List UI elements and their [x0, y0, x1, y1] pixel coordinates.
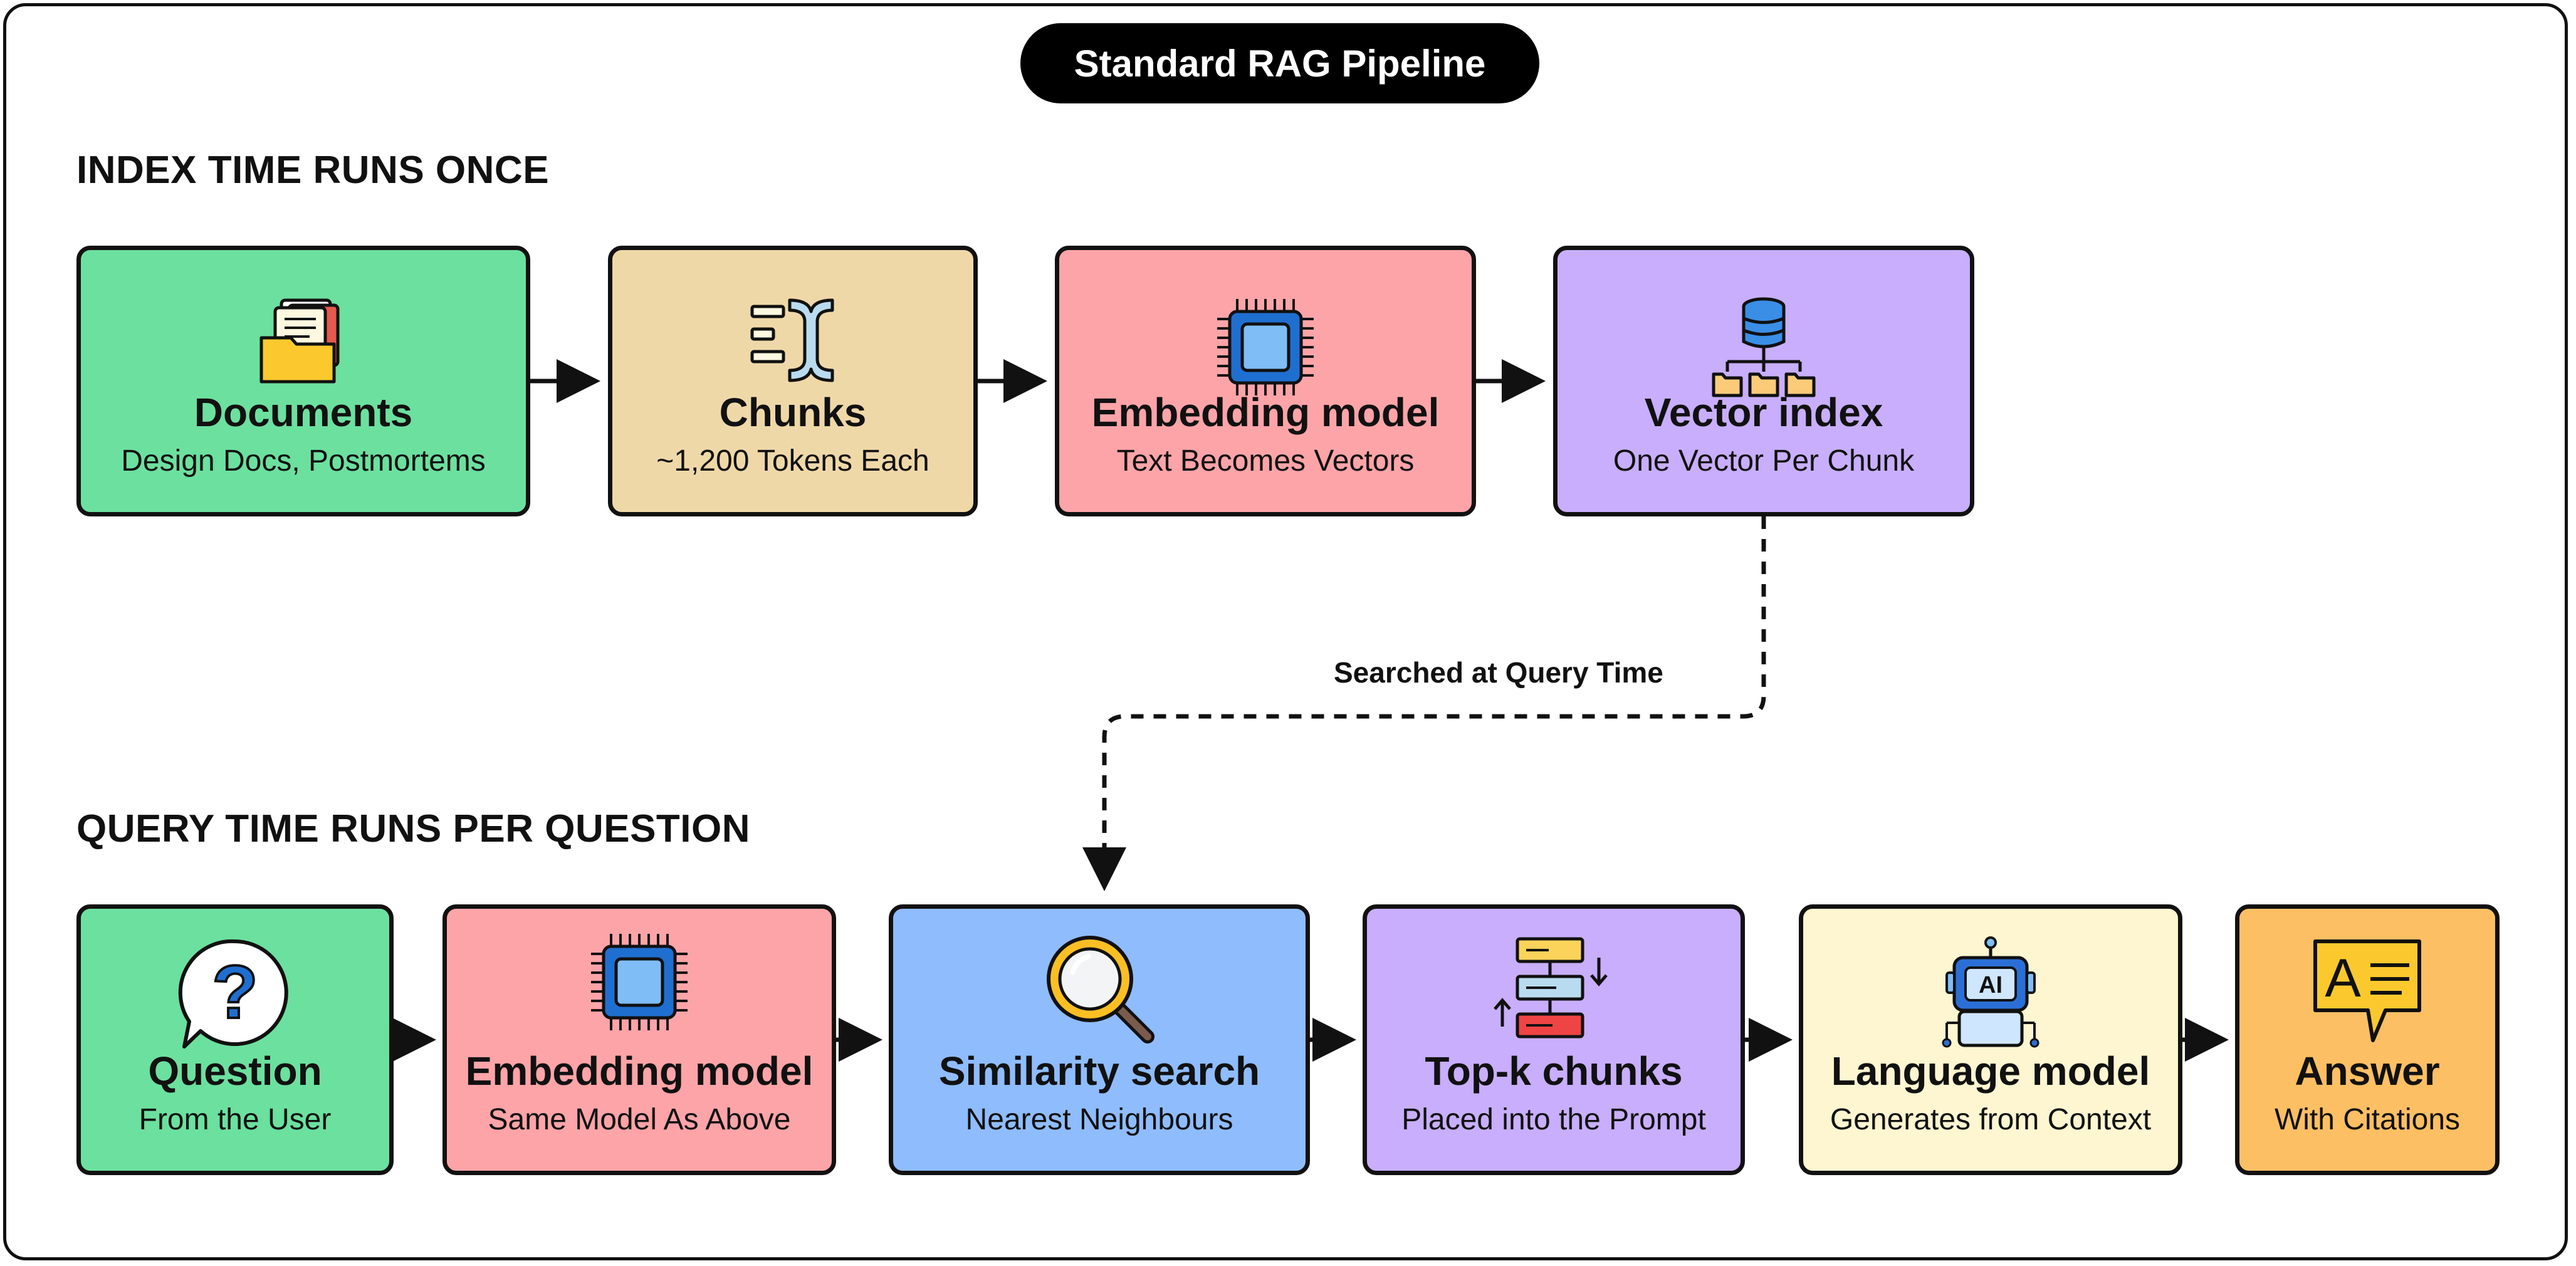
answer-title: Answer	[2295, 1048, 2440, 1094]
database-tree-icon	[1707, 294, 1820, 404]
ai-robot-icon: AI	[1934, 935, 2047, 1051]
connector-label: Searched at Query Time	[1334, 656, 1663, 689]
vector-index-title: Vector index	[1644, 389, 1883, 435]
top-k-chunks-title: Top-k chunks	[1425, 1048, 1683, 1094]
answer-subtitle: With Citations	[2274, 1103, 2461, 1136]
magnifier-icon	[1040, 929, 1159, 1051]
vector-index-subtitle: One Vector Per Chunk	[1613, 444, 1915, 478]
language-model-title: Language model	[1831, 1048, 2150, 1094]
documents-title: Documents	[194, 389, 413, 435]
similarity-search-title: Similarity search	[938, 1048, 1260, 1094]
chip-icon	[1212, 294, 1319, 404]
answer-step: A Answer With Citations	[2235, 904, 2500, 1175]
embedding-model-title: Embedding model	[1091, 389, 1440, 435]
language-model-step: AI Language model Generates from Context	[1799, 904, 2182, 1175]
language-model-subtitle: Generates from Context	[1830, 1103, 2152, 1136]
similarity-search-step: Similarity search Nearest Neighbours	[889, 904, 1310, 1175]
svg-text:?: ?	[212, 950, 258, 1034]
query-embedding-model-title: Embedding model	[465, 1048, 814, 1094]
question-step: ? Question From the User	[76, 904, 394, 1175]
question-subtitle: From the User	[139, 1103, 332, 1136]
dashed-connector-vector-to-search	[1082, 516, 1766, 891]
ranked-list-icon	[1491, 933, 1616, 1055]
query-embedding-model-step: Embedding model Same Model As Above	[442, 904, 836, 1175]
chunks-title: Chunks	[719, 389, 867, 435]
query-embedding-model-subtitle: Same Model As Above	[488, 1103, 791, 1136]
chip-icon	[586, 929, 693, 1038]
answer-bubble-icon: A	[2308, 934, 2427, 1050]
query-section-heading: QUERY TIME RUNS PER QUESTION	[76, 807, 751, 850]
documents-subtitle: Design Docs, Postmortems	[121, 444, 486, 478]
folder-documents-icon	[256, 294, 350, 391]
chunks-subtitle: ~1,200 Tokens Each	[656, 444, 929, 478]
embedding-model-step: Embedding model Text Becomes Vectors	[1055, 246, 1476, 516]
embedding-model-subtitle: Text Becomes Vectors	[1116, 444, 1415, 478]
index-section-heading: INDEX TIME RUNS ONCE	[76, 149, 550, 192]
chunks-step: Chunks ~1,200 Tokens Each	[608, 246, 978, 516]
similarity-search-subtitle: Nearest Neighbours	[965, 1103, 1233, 1136]
documents-step: Documents Design Docs, Postmortems	[76, 246, 530, 516]
vector-index-step: Vector index One Vector Per Chunk	[1553, 246, 1974, 516]
text-cursor-icon	[746, 294, 840, 391]
top-k-chunks-subtitle: Placed into the Prompt	[1401, 1103, 1706, 1136]
question-title: Question	[148, 1048, 322, 1094]
question-bubble-icon: ?	[175, 935, 295, 1057]
svg-text:AI: AI	[1979, 972, 2003, 998]
svg-text:A: A	[2325, 948, 2361, 1008]
top-k-chunks-step: Top-k chunks Placed into the Prompt	[1363, 904, 1745, 1175]
diagram-title: Standard RAG Pipeline	[1020, 23, 1539, 103]
